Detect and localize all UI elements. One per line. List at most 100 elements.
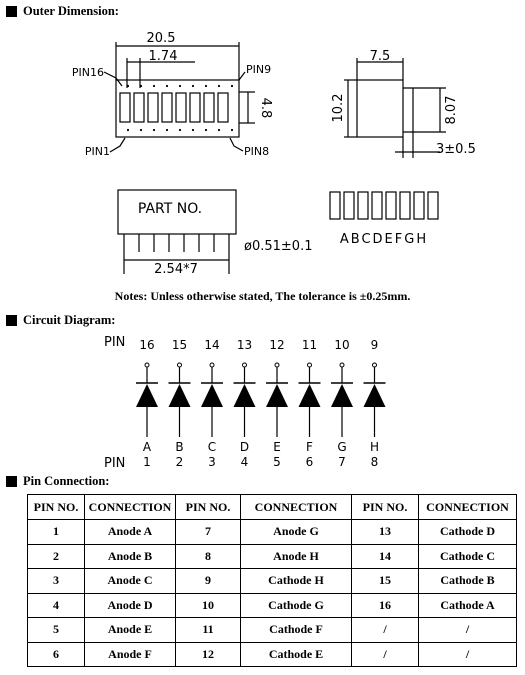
dim-lead-pitch: 2.54*7 bbox=[154, 262, 198, 277]
table-cell: Cathode F bbox=[240, 617, 352, 643]
table-cell: 6 bbox=[27, 641, 85, 667]
diode-triangle bbox=[168, 384, 191, 407]
bullet-square-icon bbox=[6, 476, 17, 487]
part-no-label: PART NO. bbox=[138, 201, 202, 217]
dim-side-height: 10.2 bbox=[331, 94, 346, 123]
table-cell: 13 bbox=[351, 519, 419, 545]
col-header: PIN NO. bbox=[351, 494, 419, 520]
dim-seg-height: 4.8 bbox=[258, 98, 273, 119]
table-cell: Cathode C bbox=[418, 543, 517, 569]
bottom-pin-number: 5 bbox=[273, 455, 281, 469]
table-cell: 10 bbox=[175, 592, 241, 618]
terminal-dot bbox=[242, 362, 247, 368]
table-cell: 11 bbox=[175, 617, 241, 643]
segment-letter: B bbox=[175, 440, 183, 454]
col-header: CONNECTION bbox=[84, 494, 176, 520]
segment-letter: F bbox=[306, 440, 313, 454]
top-pin-number: 10 bbox=[334, 338, 349, 352]
table-cell: 12 bbox=[175, 641, 241, 667]
top-pin-number: 9 bbox=[371, 338, 379, 352]
segment-letters: ABCDEFGH bbox=[340, 232, 428, 247]
outer-dimension-drawing: 20.5 1.74 4.8 PIN16 PIN9 PIN1 PIN8 7.5 1… bbox=[72, 31, 476, 277]
table-cell: 8 bbox=[175, 543, 241, 569]
segment-letter: C bbox=[208, 440, 216, 454]
table-row: 1 Anode A 7 Anode G 13 Cathode D bbox=[27, 519, 517, 545]
table-row: 5 Anode E 11 Cathode F / / bbox=[27, 617, 517, 643]
terminal-dot bbox=[177, 362, 182, 368]
table-cell: Anode E bbox=[84, 617, 176, 643]
segment-letter: E bbox=[273, 440, 281, 454]
label-pin16: PIN16 bbox=[72, 66, 104, 79]
label-pin8: PIN8 bbox=[244, 145, 269, 158]
bottom-pin-number: 2 bbox=[176, 455, 184, 469]
table-cell: Anode H bbox=[240, 543, 352, 569]
side-view bbox=[344, 58, 446, 158]
label-pin1: PIN1 bbox=[85, 145, 110, 158]
segment-letter: H bbox=[370, 440, 379, 454]
dim-width: 20.5 bbox=[147, 31, 176, 46]
segment-letter: A bbox=[143, 440, 152, 454]
table-cell: / bbox=[351, 617, 419, 643]
section-title-outer: Outer Dimension: bbox=[23, 4, 119, 18]
circuit-pin-label-top: PIN bbox=[104, 335, 125, 350]
table-cell: Cathode E bbox=[240, 641, 352, 667]
table-row: 3 Anode C 9 Cathode H 15 Cathode B bbox=[27, 568, 517, 594]
diode-triangle bbox=[266, 384, 288, 407]
diode-element: 9H8 bbox=[363, 338, 386, 469]
col-header: PIN NO. bbox=[175, 494, 241, 520]
table-cell: Anode C bbox=[84, 568, 176, 594]
dim-lead-diameter: ø0.51±0.1 bbox=[244, 239, 312, 254]
top-view-segments bbox=[119, 92, 229, 123]
bottom-pin-number: 4 bbox=[241, 455, 249, 469]
tolerance-note: Notes: Unless otherwise stated, The tole… bbox=[114, 289, 411, 303]
diode-triangle bbox=[136, 384, 158, 407]
table-cell: Anode B bbox=[84, 543, 176, 569]
section-circuit-diagram: Circuit Diagram: bbox=[6, 313, 115, 328]
table-cell: / bbox=[351, 641, 419, 667]
bottom-pin-number: 6 bbox=[306, 455, 314, 469]
table-cell: / bbox=[418, 641, 517, 667]
table-cell: 7 bbox=[175, 519, 241, 545]
table-row: 2 Anode B 8 Anode H 14 Cathode C bbox=[27, 543, 517, 569]
table-cell: 16 bbox=[351, 592, 419, 618]
label-pin9: PIN9 bbox=[246, 63, 271, 76]
table-cell: Anode D bbox=[84, 592, 176, 618]
table-cell: Anode F bbox=[84, 641, 176, 667]
table-cell: Anode A bbox=[84, 519, 176, 545]
table-row: 4 Anode D 10 Cathode G 16 Cathode A bbox=[27, 592, 517, 618]
top-pin-number: 11 bbox=[302, 338, 317, 352]
top-pin-number: 16 bbox=[139, 338, 154, 352]
top-pin-number: 13 bbox=[237, 338, 252, 352]
table-cell: Cathode D bbox=[418, 519, 517, 545]
table-cell: Cathode G bbox=[240, 592, 352, 618]
diode-triangle bbox=[201, 384, 223, 407]
top-view-body bbox=[115, 79, 240, 138]
table-cell: 5 bbox=[27, 617, 85, 643]
section-outer-dimension: Outer Dimension: bbox=[6, 4, 119, 19]
segment-boxes bbox=[329, 191, 439, 220]
table-cell: 9 bbox=[175, 568, 241, 594]
table-cell: 4 bbox=[27, 592, 85, 618]
top-pin-number: 14 bbox=[204, 338, 219, 352]
col-header: CONNECTION bbox=[240, 494, 352, 520]
col-header: PIN NO. bbox=[27, 494, 85, 520]
diode-triangle bbox=[331, 384, 353, 407]
terminal-dot bbox=[274, 362, 280, 368]
table-cell: Cathode A bbox=[418, 592, 517, 618]
table-header-row: PIN NO. CONNECTION PIN NO. CONNECTION PI… bbox=[27, 494, 517, 520]
dim-side-depth: 7.5 bbox=[370, 49, 391, 64]
diode-triangle bbox=[298, 384, 321, 407]
segment-letter: D bbox=[240, 440, 249, 454]
bottom-pin-number: 8 bbox=[371, 455, 379, 469]
table-row: 6 Anode F 12 Cathode E / / bbox=[27, 641, 517, 667]
dim-side-lead: 3±0.5 bbox=[436, 142, 476, 157]
diode-triangle bbox=[363, 384, 386, 407]
section-pin-connection: Pin Connection: bbox=[6, 474, 109, 489]
table-cell: Anode G bbox=[240, 519, 352, 545]
